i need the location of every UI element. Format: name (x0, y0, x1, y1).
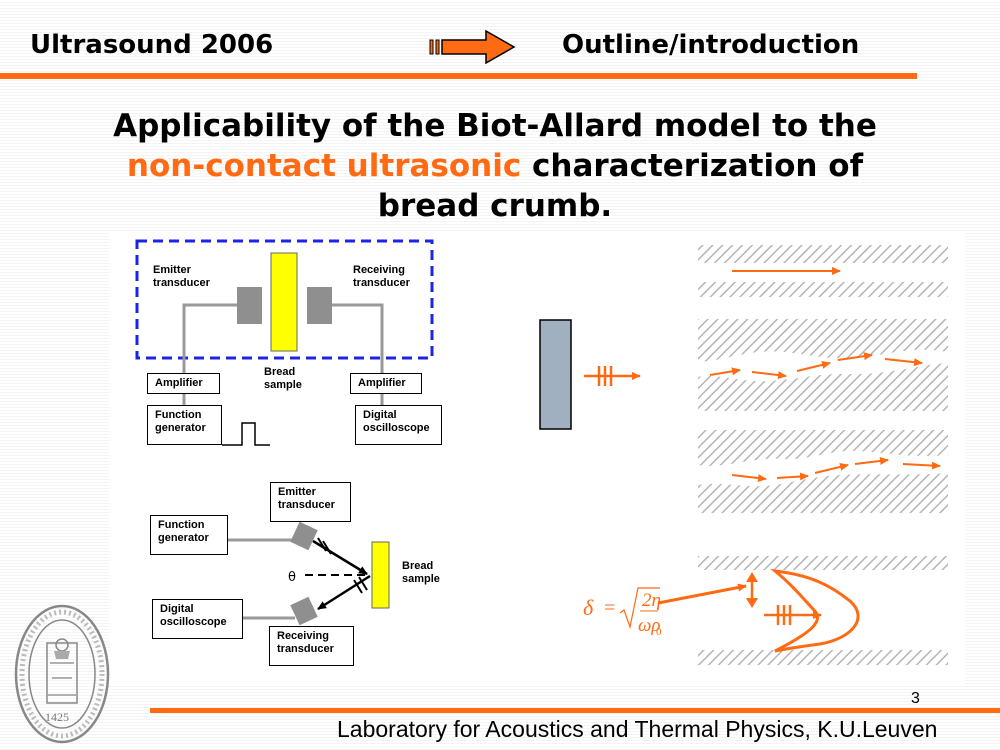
pore-channel-straight (698, 245, 948, 297)
header-left-title: Ultrasound 2006 (30, 30, 274, 60)
footer-text: Laboratory for Acoustics and Thermal Phy… (337, 716, 938, 742)
incident-beam (312, 539, 368, 576)
bread-sample-yellow (270, 252, 298, 352)
figure-drawing: δ = 2η ωρ 0 θ (135, 239, 948, 665)
amplifier-left-box: Amplifier (147, 373, 220, 394)
setup-2-diagram (228, 521, 390, 626)
amplifier-right-box: Amplifier (350, 373, 422, 394)
velocity-profile (769, 568, 860, 653)
title-line-2: non-contact ultrasonic characterization … (60, 146, 930, 186)
bread-sample-label: Bread sample (264, 366, 302, 391)
emitter-transducer-box-2: Emitter transducer (270, 482, 351, 522)
seal-year: 1425 (45, 710, 69, 724)
setup-1-diagram (135, 239, 434, 446)
bread-sample-2-yellow (371, 541, 390, 609)
university-seal-logo: 1425 (14, 604, 110, 744)
pore-channel-wavy-2 (698, 430, 948, 513)
receiver-label: Receiving transducer (353, 264, 410, 289)
emitter-label: Emitter transducer (153, 264, 210, 289)
header-rule (0, 73, 917, 79)
oscilloscope-box-2: Digital oscilloscope (152, 599, 243, 639)
function-generator-box: Function generator (147, 405, 222, 445)
formula-delta: δ (583, 595, 594, 620)
boundary-layer-diagram (657, 556, 948, 665)
pore-channel-wavy-1 (698, 319, 948, 411)
function-generator-box-2: Function generator (150, 515, 228, 555)
title-line-2-rest: characterization of (521, 148, 864, 184)
formula-numerator: 2η (642, 590, 661, 611)
oscilloscope-box: Digital oscilloscope (355, 405, 442, 445)
receiver-transducer-block (307, 287, 332, 324)
formula-subscript: 0 (656, 626, 662, 638)
figure-panel: δ = 2η ωρ 0 θ Emitter transducer Receivi… (110, 233, 965, 685)
title-line-3: bread crumb. (377, 188, 613, 224)
formula-denominator: ωρ (638, 615, 661, 636)
title-line-1: Applicability of the Biot-Allard model t… (113, 108, 877, 144)
footer-rule (150, 708, 1000, 713)
formula-radical (619, 587, 660, 630)
header-right-title: Outline/introduction (562, 30, 860, 60)
title-highlight: non-contact ultrasonic (126, 148, 522, 184)
plate (539, 319, 572, 430)
formula-equals: = (604, 597, 615, 619)
receiver-transducer-angled (290, 596, 318, 626)
receiving-transducer-box-2: Receiving transducer (269, 626, 354, 666)
emitter-cable (182, 303, 237, 374)
formula: δ = 2η ωρ 0 (583, 587, 662, 638)
emitter-transducer-block (237, 287, 262, 324)
right-arrow-icon (429, 29, 516, 65)
transducer-enclosure (135, 239, 434, 360)
receiver-cable (332, 303, 384, 374)
bread-sample-label-2: Bread sample (402, 560, 440, 585)
pulse-waveform (222, 422, 270, 446)
plate-diagram (539, 319, 641, 430)
angle-label: θ (288, 570, 296, 585)
slide-title: Applicability of the Biot-Allard model t… (60, 106, 930, 226)
page-number: 3 (911, 690, 920, 707)
emitter-transducer-angled (290, 521, 318, 551)
